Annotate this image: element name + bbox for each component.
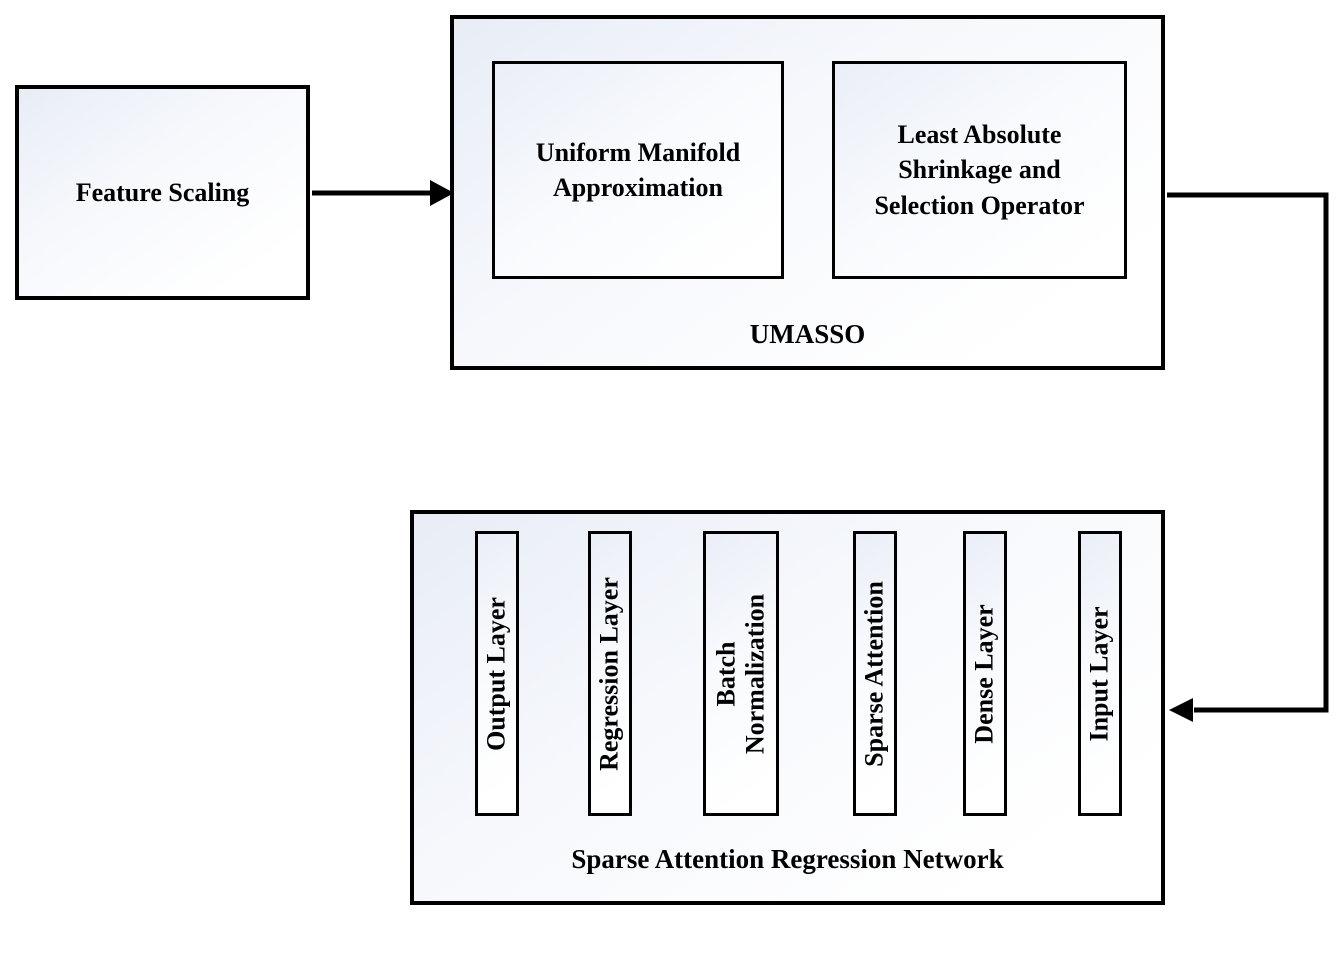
feature-scaling-label: Feature Scaling [75,177,250,207]
umap-label: Uniform Manifold Approximation [535,137,741,202]
arrow-feature-to-umasso [312,180,454,206]
layer-sparse-attention-label: Sparse Attention [859,580,889,767]
layer-dense: Dense Layer [963,531,1007,816]
sarn-box: Output Layer Regression Layer Batch Norm… [410,510,1165,905]
layer-regression-label: Regression Layer [594,576,624,771]
sarn-label: Sparse Attention Regression Network [571,844,1004,874]
layer-regression: Regression Layer [588,531,632,816]
layer-input: Input Layer [1078,531,1122,816]
layer-output: Output Layer [475,531,519,816]
umap-box: Uniform Manifold Approximation [492,61,784,279]
layer-input-label: Input Layer [1084,605,1114,742]
umasso-label: UMASSO [749,319,866,349]
feature-scaling-box: Feature Scaling [15,85,310,300]
layer-dense-label: Dense Layer [969,603,999,744]
lasso-label: Least Absolute Shrinkage and Selection O… [874,120,1085,220]
layer-sparse-attention: Sparse Attention [853,531,897,816]
layer-batch-normalization-label: Batch Normalization [711,593,769,754]
umasso-box: Uniform Manifold Approximation Least Abs… [450,15,1165,370]
layer-batch-normalization: Batch Normalization [703,531,779,816]
lasso-box: Least Absolute Shrinkage and Selection O… [832,61,1127,279]
arrow-umasso-to-sarn [1167,192,1329,722]
layer-output-label: Output Layer [481,596,511,751]
